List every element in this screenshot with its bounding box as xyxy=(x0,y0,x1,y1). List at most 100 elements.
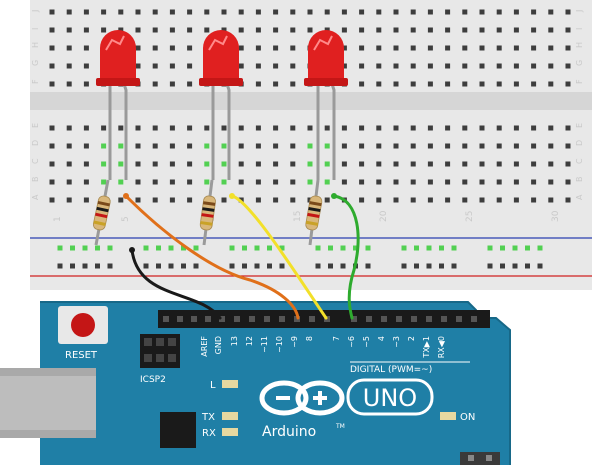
breadboard-hole xyxy=(255,63,261,69)
header-pin[interactable] xyxy=(264,316,270,322)
breadboard-hole xyxy=(359,125,365,131)
breadboard-hole xyxy=(118,197,124,203)
breadboard-hole xyxy=(359,143,365,149)
pin-labels: AREF GND 13 12 ~11 ~10 ~9 8 7 ~6 ~5 4 ~3… xyxy=(200,336,446,359)
power-rail-hole xyxy=(414,245,419,251)
header-pin[interactable] xyxy=(396,316,402,322)
resistor-1-band-2 xyxy=(96,206,109,213)
power-rail-hole xyxy=(229,263,235,269)
breadboard-hole xyxy=(410,63,416,69)
breadboard-hole xyxy=(169,197,175,203)
breadboard-hole xyxy=(187,45,193,51)
breadboard-hole xyxy=(118,125,124,131)
rx-led-label: RX xyxy=(202,428,216,439)
header-pin[interactable] xyxy=(456,316,462,322)
breadboard-hole xyxy=(531,9,537,15)
on-led xyxy=(440,412,456,420)
breadboard-hole xyxy=(307,125,313,131)
breadboard-hole xyxy=(204,27,210,33)
breadboard-hole xyxy=(462,125,468,131)
breadboard-hole xyxy=(479,143,485,149)
pin-label-gnd: GND xyxy=(214,336,223,354)
breadboard-hole xyxy=(410,9,416,15)
breadboard-hole xyxy=(187,161,193,167)
breadboard-hole xyxy=(479,161,485,167)
breadboard-hole xyxy=(255,143,261,149)
breadboard-hole xyxy=(513,161,519,167)
breadboard-hole xyxy=(152,179,158,185)
reset-button-cap[interactable] xyxy=(71,313,95,337)
breadboard-hole xyxy=(290,81,296,87)
breadboard-hole xyxy=(83,27,89,33)
breadboard-hole xyxy=(565,161,571,167)
breadboard-hole xyxy=(359,9,365,15)
breadboard-hole xyxy=(152,161,158,167)
header-pin[interactable] xyxy=(309,316,315,322)
breadboard-hole xyxy=(169,63,175,69)
header-pin[interactable] xyxy=(411,316,417,322)
breadboard-hole xyxy=(221,125,227,131)
row-letter-h-right: H xyxy=(575,42,584,48)
header-pin[interactable] xyxy=(249,316,255,322)
breadboard-hole xyxy=(324,125,330,131)
header-pin[interactable] xyxy=(351,316,357,322)
header-pin[interactable] xyxy=(219,316,225,322)
breadboard-hole xyxy=(513,27,519,33)
breadboard-hole-connected xyxy=(324,143,330,149)
uno-badge xyxy=(346,378,434,416)
power-rail-hole xyxy=(143,245,149,251)
breadboard-hole xyxy=(531,63,537,69)
power-rail-hole xyxy=(340,263,346,269)
header-pin[interactable] xyxy=(177,316,183,322)
breadboard-hole xyxy=(66,45,72,51)
header-pin[interactable] xyxy=(381,316,387,322)
resistor-2-band-2 xyxy=(202,207,215,212)
header-pin[interactable] xyxy=(471,316,477,322)
breadboard-hole xyxy=(290,125,296,131)
header-pin[interactable] xyxy=(441,316,447,322)
led-2-highlight xyxy=(208,35,228,51)
l-led-label: L xyxy=(210,380,216,391)
header-pin[interactable] xyxy=(366,316,372,322)
rx-led xyxy=(222,428,238,436)
header-pin[interactable] xyxy=(426,316,432,322)
breadboard-hole xyxy=(187,125,193,131)
power-rail-hole xyxy=(487,245,493,251)
breadboard-hole xyxy=(187,143,193,149)
header-pin[interactable] xyxy=(279,316,285,322)
breadboard-hole xyxy=(273,27,279,33)
resistor-1 xyxy=(92,179,111,246)
wire-yellow-end xyxy=(229,193,235,199)
header-pin[interactable] xyxy=(163,316,169,322)
wire-orange-pin9 xyxy=(124,194,300,320)
power-rail-hole xyxy=(156,245,161,251)
breadboard-hole xyxy=(152,125,158,131)
breadboard-hole xyxy=(479,45,485,51)
breadboard-hole xyxy=(376,45,382,51)
breadboard-hole xyxy=(427,125,433,131)
header-pin[interactable] xyxy=(234,316,240,322)
breadboard-hole xyxy=(479,81,485,87)
row-letter-e: E xyxy=(31,123,40,128)
breadboard-hole xyxy=(152,9,158,15)
resistor-2-band-1 xyxy=(203,201,216,206)
breadboard-hole xyxy=(290,143,296,149)
breadboard-hole xyxy=(187,179,193,185)
breadboard-hole xyxy=(376,27,382,33)
breadboard-hole xyxy=(169,9,175,15)
breadboard-hole xyxy=(531,143,537,149)
breadboard-hole xyxy=(393,45,399,51)
row-letters: J I H G F E D C B A J I H G F E D C B A xyxy=(31,10,584,200)
header-pin[interactable] xyxy=(205,316,211,322)
breadboard-hole xyxy=(462,179,468,185)
header-pin[interactable] xyxy=(191,316,197,322)
breadboard-hole xyxy=(462,143,468,149)
breadboard-hole xyxy=(49,161,55,167)
resistor-3-band-2 xyxy=(308,207,321,213)
row-letter-c-right: C xyxy=(575,158,584,164)
power-jack-pin xyxy=(468,455,474,461)
pin-label-rx0: RX◀0 xyxy=(437,336,446,358)
breadboard-hole xyxy=(83,63,89,69)
power-rail-hole xyxy=(340,245,346,251)
breadboard-hole xyxy=(290,9,296,15)
